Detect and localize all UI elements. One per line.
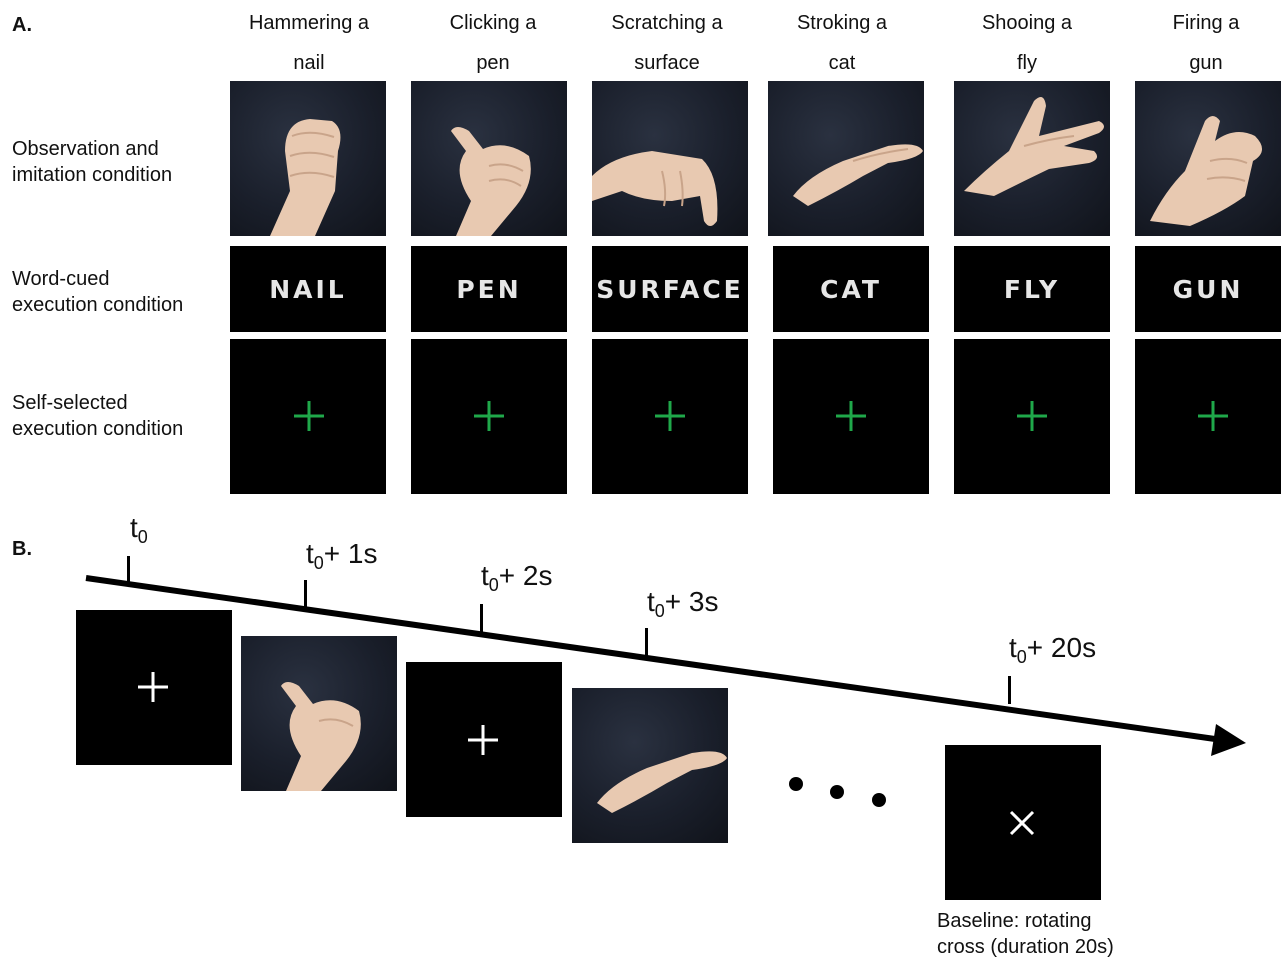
- row-label-line2: imitation condition: [12, 162, 172, 188]
- scratching-hand-icon: [592, 81, 748, 236]
- hand-photo-stroking: [768, 81, 924, 236]
- white-cross-icon: [468, 725, 498, 755]
- row-label-self-selected: Self-selected execution condition: [12, 390, 183, 442]
- column-title-line2: fly: [937, 43, 1117, 83]
- flat-hand-icon: [572, 688, 728, 843]
- timepoint-label-t1: t0+ 1s: [306, 538, 378, 570]
- column-title-line1: Stroking a: [752, 3, 932, 43]
- sequence-fixation-1: [76, 610, 232, 765]
- fixation-tile-5: [954, 339, 1110, 494]
- word-cue-text: SURFACE: [596, 275, 744, 304]
- timepoint-label-t0: t0: [130, 512, 148, 544]
- timeline-tick-t2: [480, 604, 483, 632]
- shooing-hand-icon: [954, 81, 1110, 236]
- column-title-shooing: Shooing a fly: [937, 3, 1117, 83]
- timeline-tick-t20: [1008, 676, 1011, 704]
- green-cross-icon: [655, 401, 685, 431]
- timepoint-label-t20: t0+ 20s: [1009, 632, 1096, 664]
- timeline-tick-t0: [127, 556, 130, 584]
- column-title-hammering: Hammering a nail: [219, 3, 399, 83]
- word-cue-surface: SURFACE: [592, 246, 748, 332]
- green-cross-icon: [474, 401, 504, 431]
- green-cross-icon: [1017, 401, 1047, 431]
- column-title-line1: Shooing a: [937, 3, 1117, 43]
- column-title-line1: Scratching a: [577, 3, 757, 43]
- panel-b-label: B.: [12, 538, 32, 561]
- word-cue-pen: PEN: [411, 246, 567, 332]
- column-title-line2: surface: [577, 43, 757, 83]
- row-label-line1: Observation and: [12, 136, 172, 162]
- fixation-tile-1: [230, 339, 386, 494]
- sequence-baseline-rotating-cross: [945, 745, 1101, 900]
- baseline-caption-line1: Baseline: rotating: [937, 908, 1114, 934]
- sequence-hand-photo-stroking: [572, 688, 728, 843]
- row-label-line2: execution condition: [12, 416, 183, 442]
- row-label-line2: execution condition: [12, 292, 183, 318]
- word-cue-text: FLY: [1004, 275, 1060, 304]
- column-title-line2: pen: [403, 43, 583, 83]
- column-title-line2: nail: [219, 43, 399, 83]
- word-cue-gun: GUN: [1135, 246, 1281, 332]
- column-title-line2: gun: [1116, 43, 1281, 83]
- arrowhead-icon: [1211, 724, 1246, 756]
- row-label-word-cued: Word-cued execution condition: [12, 266, 183, 318]
- ellipsis-dot-1: [789, 777, 803, 791]
- word-cue-text: NAIL: [269, 275, 347, 304]
- timepoint-label-t3: t0+ 3s: [647, 586, 719, 618]
- hand-photo-shooing: [954, 81, 1110, 236]
- word-cue-cat: CAT: [773, 246, 929, 332]
- fixation-tile-4: [773, 339, 929, 494]
- timeline-tick-t1: [304, 580, 307, 608]
- baseline-caption-line2: cross (duration 20s): [937, 934, 1114, 960]
- timepoint-label-t2: t0+ 2s: [481, 560, 553, 592]
- hand-photo-firing: [1135, 81, 1281, 236]
- timeline-tick-t3: [645, 628, 648, 656]
- thumb-press-hand-icon: [241, 636, 397, 791]
- column-title-line1: Hammering a: [219, 3, 399, 43]
- flat-hand-icon: [768, 81, 924, 236]
- ellipsis-dot-3: [872, 793, 886, 807]
- green-cross-icon: [836, 401, 866, 431]
- sequence-fixation-2: [406, 662, 562, 817]
- row-label-line1: Word-cued: [12, 266, 183, 292]
- word-cue-fly: FLY: [954, 246, 1110, 332]
- rotated-cross-icon: [1011, 812, 1033, 834]
- green-cross-icon: [294, 401, 324, 431]
- fixation-tile-3: [592, 339, 748, 494]
- column-title-line1: Firing a: [1116, 3, 1281, 43]
- column-title-stroking: Stroking a cat: [752, 3, 932, 83]
- sequence-hand-photo-clicking: [241, 636, 397, 791]
- column-title-scratching: Scratching a surface: [577, 3, 757, 83]
- baseline-caption: Baseline: rotating cross (duration 20s): [937, 908, 1114, 960]
- column-title-firing: Firing a gun: [1116, 3, 1281, 83]
- thumb-press-hand-icon: [411, 81, 567, 236]
- word-cue-nail: NAIL: [230, 246, 386, 332]
- column-title-line2: cat: [752, 43, 932, 83]
- word-cue-text: GUN: [1173, 275, 1244, 304]
- column-title-clicking: Clicking a pen: [403, 3, 583, 83]
- hand-photo-clicking: [411, 81, 567, 236]
- green-cross-icon: [1198, 401, 1228, 431]
- hand-photo-scratching: [592, 81, 748, 236]
- hand-photo-hammering: [230, 81, 386, 236]
- row-label-observation: Observation and imitation condition: [12, 136, 172, 188]
- ellipsis-dot-2: [830, 785, 844, 799]
- column-title-line1: Clicking a: [403, 3, 583, 43]
- fixation-tile-2: [411, 339, 567, 494]
- fist-hand-icon: [230, 81, 386, 236]
- panel-a-label: A.: [12, 14, 32, 37]
- white-cross-icon: [138, 672, 168, 702]
- word-cue-text: CAT: [820, 275, 882, 304]
- fixation-tile-6: [1135, 339, 1281, 494]
- gun-hand-icon: [1135, 81, 1281, 236]
- row-label-line1: Self-selected: [12, 390, 183, 416]
- word-cue-text: PEN: [456, 275, 521, 304]
